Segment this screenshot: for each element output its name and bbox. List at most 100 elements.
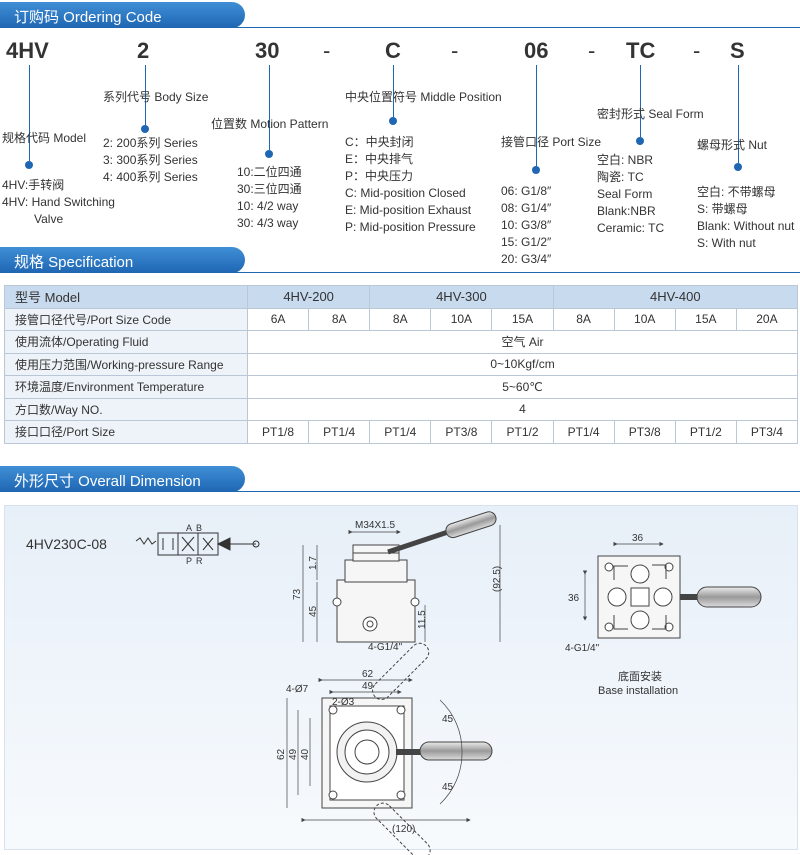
code-dash-2: - xyxy=(451,38,459,63)
middle-item: E: Mid-position Exhaust xyxy=(345,203,472,217)
dimension-divider xyxy=(0,491,800,492)
code-4hv: 4HV xyxy=(6,38,49,63)
port-size-cell: PT1/4 xyxy=(369,420,432,444)
body-item: 2: 200系列 Series xyxy=(103,136,198,150)
dim-hole-7: 4-Ø7 xyxy=(286,684,309,695)
dim-angle-2: 45 xyxy=(442,782,454,793)
nut-items: 空白: 不带螺母 S: 带螺母 Blank: Without nut S: Wi… xyxy=(697,184,794,252)
dim-hole-3: 2-Ø3 xyxy=(332,697,355,708)
port-size-cell: PT3/8 xyxy=(430,420,493,444)
model-cell-label: 型号 Model xyxy=(4,285,248,309)
dot-motion xyxy=(265,150,273,158)
pressure-label: 使用压力范围/Working-pressure Range xyxy=(4,352,248,376)
port-size-label: 接口口径/Port Size xyxy=(4,420,248,444)
way-label: 方口数/Way NO. xyxy=(4,397,248,421)
middle-item: C：中央封闭 xyxy=(345,135,414,149)
port-item: 10: G3/8″ xyxy=(501,218,552,232)
dot-port xyxy=(532,166,540,174)
seal-item: Blank:NBR xyxy=(597,204,656,218)
model-cell: 4HV-400 xyxy=(552,285,799,309)
model-cell: 4HV-200 xyxy=(246,285,371,309)
middle-item: P：中央压力 xyxy=(345,169,414,183)
table-row: 方口数/Way NO. 4 xyxy=(4,397,798,421)
table-row: 型号 Model 4HV-200 4HV-300 4HV-400 xyxy=(4,285,799,309)
body-item: 3: 300系列 Series xyxy=(103,153,198,167)
dim-top-h49: 49 xyxy=(288,748,299,760)
dim-angle-1: 45 xyxy=(442,714,454,725)
dot-model xyxy=(25,161,33,169)
model-items: 4HV:手转阀 4HV: Hand Switching Valve xyxy=(2,177,115,228)
leader-middle xyxy=(393,65,394,117)
dim-top-h62: 62 xyxy=(276,748,287,760)
top-dimension-lines xyxy=(286,677,471,823)
ordering-divider xyxy=(0,27,800,28)
port-size-cell: PT1/8 xyxy=(246,420,310,444)
dim-92-5: (92.5) xyxy=(492,566,503,592)
port-item: 20: G3/4″ xyxy=(501,252,552,266)
top-handle-icon xyxy=(372,642,493,855)
port-code-cell: 10A xyxy=(613,307,676,331)
dim-top-h40: 40 xyxy=(300,748,311,760)
middle-items: C：中央封闭 E：中央排气 P：中央压力 C: Mid-position Clo… xyxy=(345,134,476,236)
code-seal: TC xyxy=(626,38,656,63)
valve-symbol xyxy=(135,532,260,556)
nut-item: S: 带螺母 xyxy=(697,202,748,216)
seal-label: 密封形式 Seal Form xyxy=(597,107,704,121)
dim-45: 45 xyxy=(308,605,319,617)
motion-label: 位置数 Motion Pattern xyxy=(211,117,329,131)
nut-label: 螺母形式 Nut xyxy=(697,138,768,152)
middle-item: E：中央排气 xyxy=(345,152,414,166)
leader-seal xyxy=(640,65,641,137)
base-view xyxy=(597,555,681,639)
front-handle-icon xyxy=(387,511,497,555)
table-row: 接管口径代号/Port Size Code 6A 8A 8A 10A 15A 8… xyxy=(4,307,799,331)
motion-item: 30:三位四通 xyxy=(237,182,302,196)
seal-items: 空白: NBR 陶瓷: TC Seal Form Blank:NBR Ceram… xyxy=(597,152,664,237)
dot-nut xyxy=(734,163,742,171)
leader-model xyxy=(29,65,30,161)
port-size-cell: PT1/4 xyxy=(308,420,371,444)
temp-label: 环境温度/Environment Temperature xyxy=(4,375,248,399)
nut-item: Blank: Without nut xyxy=(697,219,795,233)
port-items: 06: G1/8″ 08: G1/4″ 10: G3/8″ 15: G1/2″ … xyxy=(501,183,551,268)
nut-item: S: With nut xyxy=(697,236,756,250)
middle-item: C: Mid-position Closed xyxy=(345,186,466,200)
motion-item: 10:二位四通 xyxy=(237,165,302,179)
body-item: 4: 400系列 Series xyxy=(103,170,198,184)
code-middle: C xyxy=(385,38,401,63)
dim-top-49: 49 xyxy=(362,681,374,692)
code-dash-1: - xyxy=(323,38,331,63)
code-body: 2 xyxy=(137,38,150,63)
dim-base-h36: 36 xyxy=(568,593,580,604)
motion-item: 10: 4/2 way xyxy=(237,199,299,213)
model-number: 4HV230C-08 xyxy=(26,536,107,552)
nut-item: 空白: 不带螺母 xyxy=(697,185,776,199)
front-view xyxy=(332,544,420,643)
body-items: 2: 200系列 Series 3: 300系列 Series 4: 400系列… xyxy=(103,135,198,186)
symbol-port-r: R xyxy=(196,556,203,566)
dimension-title: 外形尺寸 Overall Dimension xyxy=(14,473,201,490)
dim-11-5: 11.5 xyxy=(417,610,428,629)
seal-item: 陶瓷: TC xyxy=(597,170,644,184)
spec-table: 型号 Model 4HV-200 4HV-300 4HV-400 接管口径代号/… xyxy=(4,285,799,444)
dim-1-7: 1.7 xyxy=(308,556,319,570)
specification-title: 规格 Specification xyxy=(14,254,134,271)
port-item: 15: G1/2″ xyxy=(501,235,552,249)
symbol-port-p: P xyxy=(186,556,192,566)
model-item: 4HV:手转阀 xyxy=(2,178,65,192)
base-caption-en: Base installation xyxy=(598,685,678,697)
motion-item: 30: 4/3 way xyxy=(237,216,299,230)
middle-item: P: Mid-position Pressure xyxy=(345,220,476,234)
model-item: Valve xyxy=(34,212,64,226)
front-dimension-lines xyxy=(302,525,501,642)
symbol-port-a: A xyxy=(186,523,192,533)
spec-divider xyxy=(0,272,800,273)
code-port: 06 xyxy=(524,38,549,63)
leader-nut xyxy=(738,65,739,163)
port-size-cell: PT1/4 xyxy=(552,420,615,444)
code-nut: S xyxy=(730,38,745,63)
seal-item: Ceramic: TC xyxy=(597,221,665,235)
base-caption-cn: 底面安装 xyxy=(618,669,662,683)
seal-item: 空白: NBR xyxy=(597,153,654,167)
